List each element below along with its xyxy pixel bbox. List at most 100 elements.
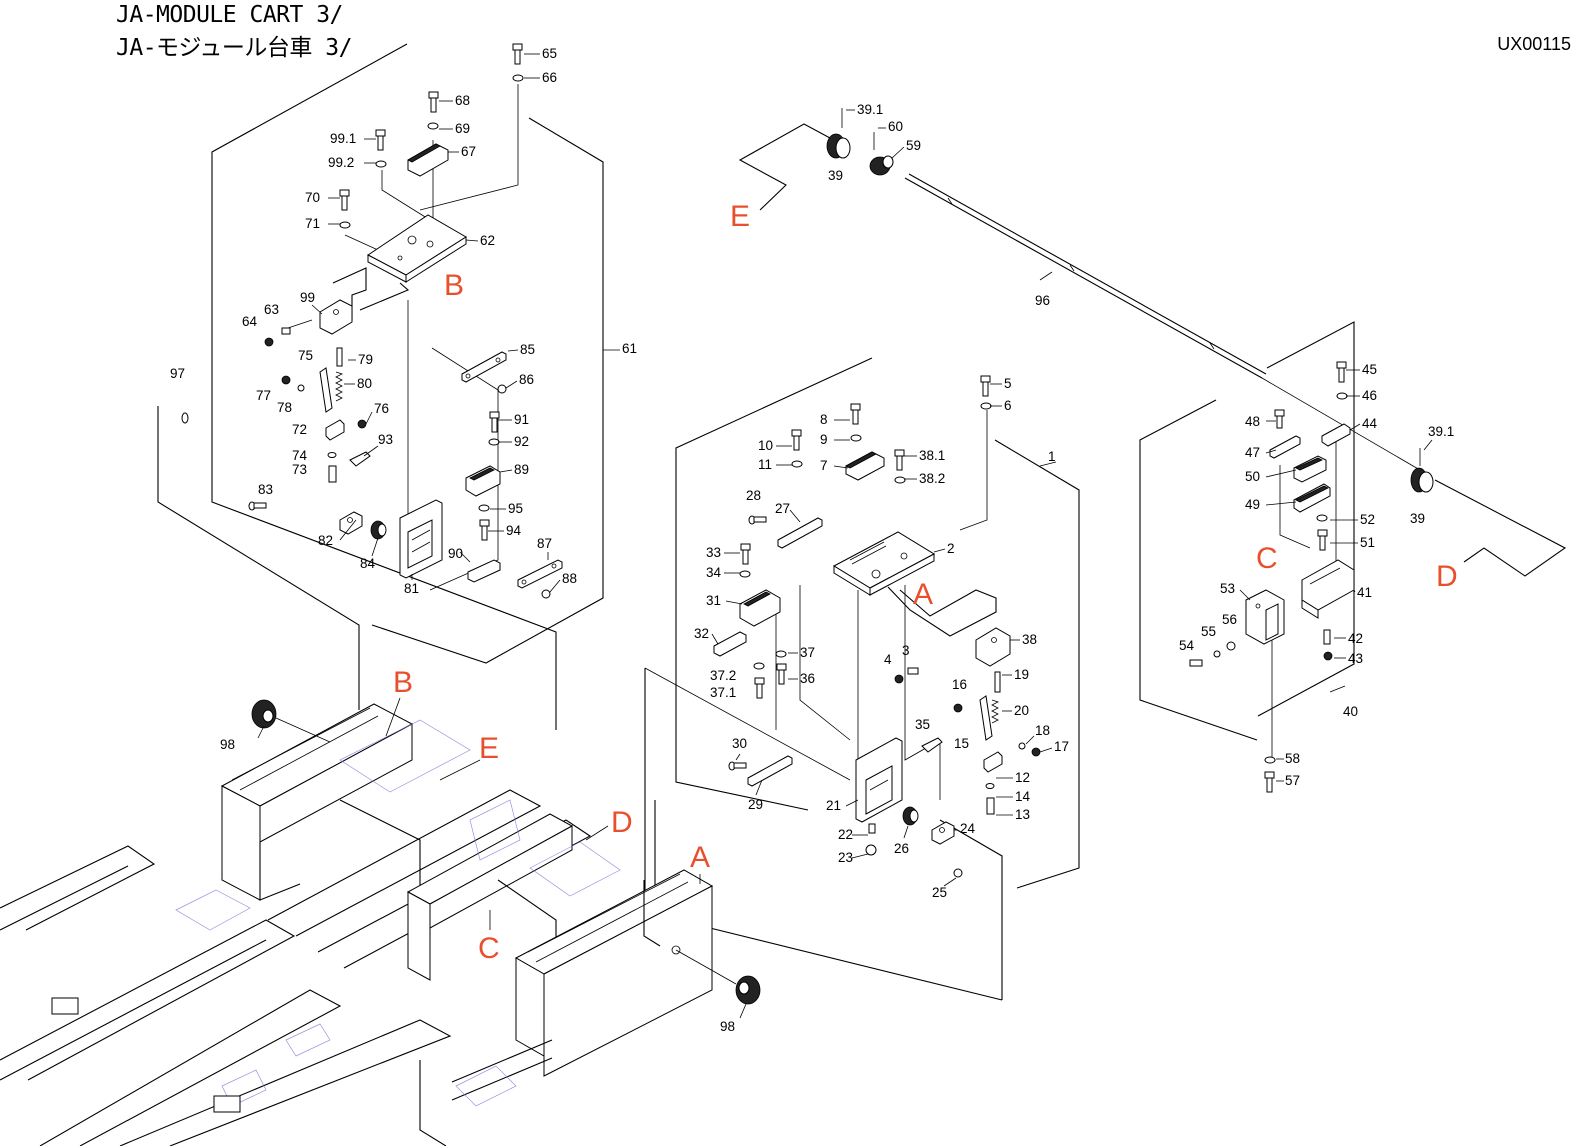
callout-30: 30: [732, 736, 747, 751]
callout-21: 21: [826, 798, 841, 813]
callout-99-1: 99.1: [330, 131, 356, 146]
callout-48: 48: [1245, 414, 1260, 429]
ref-letter-e-cart: E: [479, 732, 499, 765]
callout-74: 74: [292, 448, 308, 463]
callout-6: 6: [1004, 398, 1012, 413]
callout-27: 27: [775, 501, 790, 516]
callout-4: 4: [884, 652, 892, 667]
callout-81: 81: [404, 581, 419, 596]
callout-57: 57: [1285, 773, 1300, 788]
callout-64: 64: [242, 314, 258, 329]
gear-39-right: [1410, 448, 1434, 493]
block-99: [319, 299, 353, 335]
plate-29: [747, 755, 793, 787]
callout-38-2: 38.2: [919, 471, 945, 486]
callout-37-1: 37.1: [710, 685, 736, 700]
cart-frame: [0, 699, 761, 1146]
callout-78: 78: [277, 400, 292, 415]
callout-88: 88: [562, 571, 577, 586]
bar-32: [713, 631, 747, 657]
callout-26: 26: [894, 841, 909, 856]
roller-26: [902, 806, 919, 826]
guide-89: [465, 465, 501, 497]
callout-41: 41: [1357, 585, 1372, 600]
lever-15: [979, 695, 1003, 773]
block-38: [975, 627, 1011, 667]
callout-35: 35: [915, 717, 930, 732]
title-en: JA-MODULE CART 3/: [116, 2, 343, 28]
plate-85: [461, 351, 507, 383]
ref-letter-d-cart: D: [611, 806, 633, 839]
callout-36: 36: [800, 671, 815, 686]
callout-71: 71: [305, 216, 320, 231]
callout-56: 56: [1222, 612, 1237, 627]
callout-95: 95: [508, 501, 523, 516]
callout-13: 13: [1015, 807, 1030, 822]
title-ja: JA-モジュール台車 3/: [116, 35, 352, 61]
callout-80: 80: [357, 376, 372, 391]
document-id: UX00115: [1497, 34, 1571, 54]
callout-17: 17: [1054, 739, 1069, 754]
plate-44: [1321, 423, 1351, 447]
callout-73: 73: [292, 462, 307, 477]
ref-letter-a-detail: A: [913, 578, 933, 611]
callout-89: 89: [514, 462, 529, 477]
lever-75: [319, 367, 333, 413]
ref-letter-d-detail: D: [1436, 560, 1458, 593]
ref-letter-b-cart: B: [393, 666, 413, 699]
callout-1: 1: [1048, 449, 1056, 464]
callout-98-left: 98: [220, 737, 235, 752]
callout-53: 53: [1220, 581, 1235, 596]
bracket-21: [855, 737, 903, 823]
ref-letter-a-cart: A: [690, 841, 710, 874]
callout-28: 28: [746, 488, 761, 503]
callout-59: 59: [906, 138, 921, 153]
callout-69: 69: [455, 121, 470, 136]
callout-60: 60: [888, 119, 903, 134]
bracket-41: [1301, 559, 1355, 619]
ref-letter-c-cart: C: [478, 932, 500, 965]
plate-27: [777, 517, 823, 549]
callout-62: 62: [480, 233, 495, 248]
group-40-outline: [1139, 321, 1355, 741]
callout-5: 5: [1004, 376, 1012, 391]
callout-87: 87: [537, 536, 552, 551]
callout-83: 83: [258, 482, 273, 497]
callout-93: 93: [378, 432, 393, 447]
callout-85: 85: [520, 342, 535, 357]
callout-15: 15: [954, 736, 969, 751]
callout-40: 40: [1343, 704, 1358, 719]
ref-letter-c-detail: C: [1256, 542, 1278, 575]
screws-1-column: [739, 375, 992, 699]
callout-39-1-right: 39.1: [1428, 424, 1454, 439]
reference-letters: B A C D E B E D A C: [393, 200, 1458, 965]
callout-99: 99: [300, 290, 315, 305]
callouts: 65 66 68 69 67 99.1 99.2 70 71 62 99 63 …: [170, 46, 1454, 1034]
callout-94: 94: [506, 523, 522, 538]
callout-2: 2: [947, 541, 955, 556]
bar-49: [1293, 483, 1331, 513]
callout-63: 63: [264, 302, 279, 317]
callout-9: 9: [820, 432, 828, 447]
plate-48: [1269, 435, 1301, 459]
callout-14: 14: [1015, 789, 1031, 804]
callout-23: 23: [838, 850, 853, 865]
callout-68: 68: [455, 93, 470, 108]
callout-43: 43: [1348, 651, 1363, 666]
callout-44: 44: [1362, 416, 1378, 431]
bracket-24: [931, 821, 955, 845]
callout-19: 19: [1014, 667, 1029, 682]
block-7: [845, 451, 885, 481]
guide-50: [1293, 455, 1327, 483]
callout-77: 77: [256, 388, 271, 403]
spring-80: [335, 371, 344, 402]
group-61-outline: [157, 43, 620, 730]
callout-7: 7: [820, 458, 828, 473]
ref-letter-e-detail: E: [730, 200, 750, 233]
callout-91: 91: [514, 412, 529, 427]
callout-37: 37: [800, 645, 815, 660]
callout-49: 49: [1245, 497, 1260, 512]
callout-92: 92: [514, 434, 529, 449]
plate-87: [517, 559, 563, 589]
bracket-53: [1245, 589, 1285, 645]
